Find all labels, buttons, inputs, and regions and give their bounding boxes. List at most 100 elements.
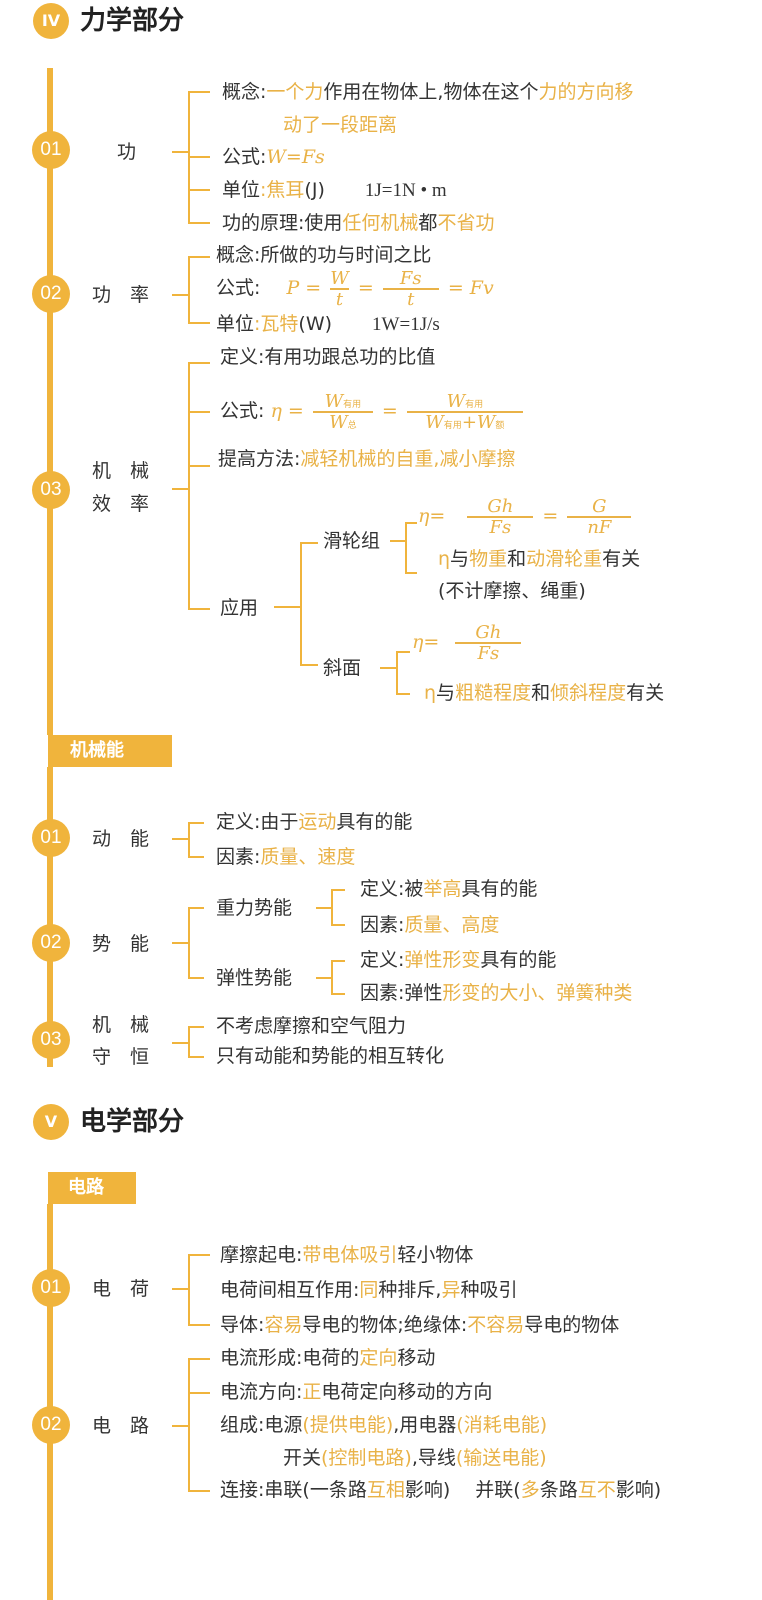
- unit-line: 单位:焦耳(J)1J=1N • m: [222, 179, 447, 202]
- highlighted-text: 形变的大小、弹簧种类: [442, 982, 633, 1004]
- bracket-tick: [396, 651, 410, 653]
- topic-label: 势 能: [92, 933, 150, 955]
- highlighted-text: 不省功: [437, 212, 495, 234]
- bracket: [331, 889, 333, 926]
- gravity-potential-label: 重力势能: [216, 897, 293, 919]
- text-segment: 和: [531, 682, 551, 704]
- section-badge: V: [33, 1104, 69, 1140]
- bracket: [188, 362, 190, 610]
- text-segment: 因素:弹性: [360, 982, 443, 1004]
- text-segment: 种吸引: [460, 1279, 518, 1301]
- bracket-tick: [331, 924, 345, 926]
- highlighted-text: 多: [520, 1479, 540, 1501]
- denominator: t: [407, 288, 415, 310]
- formula-label: 公式:: [220, 400, 265, 422]
- topic-label: 效 率: [92, 493, 150, 515]
- text-segment: 提高方法:: [218, 448, 301, 470]
- elastic-potential-label: 弹性势能: [216, 967, 293, 989]
- factor-line: 因素:质量、速度: [216, 846, 355, 868]
- unit-line: 单位:瓦特(W)1W=1J/s: [216, 313, 440, 336]
- text-segment: 开关: [283, 1447, 322, 1469]
- formula-line: 公式:W=Fs: [222, 146, 325, 168]
- highlighted-text: 举高: [423, 878, 462, 900]
- bracket: [188, 822, 190, 858]
- pulley-factor: η与物重和动滑轮重有关: [438, 548, 640, 570]
- formula-label: 公式:: [216, 277, 261, 299]
- improve-line: 提高方法:减轻机械的自重,减小摩擦: [218, 448, 515, 470]
- text-segment: 不考虑摩擦和空气阻力: [216, 1015, 407, 1037]
- bracket-tick: [188, 1358, 210, 1360]
- text-segment: 与: [436, 682, 456, 704]
- text-segment: 具有的能: [336, 811, 413, 833]
- numerator: W有用: [324, 390, 362, 412]
- text-segment: 电荷定向移动的方向: [321, 1381, 493, 1403]
- formula-part: η=: [418, 505, 446, 527]
- unit-equation: 1J=1N • m: [364, 180, 447, 201]
- text-segment: 定义:有用功跟总功的比值: [220, 346, 436, 368]
- highlighted-text: 互不: [577, 1479, 616, 1501]
- topic-label: 动 能: [92, 828, 150, 850]
- highlighted-text: η: [424, 682, 437, 704]
- highlighted-text: 力的方向移: [538, 81, 634, 103]
- highlighted-text: :焦耳: [260, 179, 305, 201]
- timeline-spine: [47, 68, 53, 735]
- bracket: [300, 542, 302, 666]
- bracket-tick: [188, 362, 210, 364]
- highlighted-text: 弹性形变: [404, 949, 481, 971]
- text-segment: 概念:: [222, 81, 267, 103]
- topic-label: 功: [117, 141, 137, 163]
- topic-label: 机 械: [92, 460, 150, 482]
- bracket: [188, 1026, 190, 1058]
- bracket-tick: [188, 977, 204, 979]
- text-segment: 单位: [222, 179, 261, 201]
- text-segment: 轻小物体: [397, 1244, 474, 1266]
- bracket-tick: [188, 1324, 210, 1326]
- highlighted-text: 动了一段距离: [283, 114, 398, 136]
- formula-part: =: [381, 400, 398, 422]
- section-title: 力学部分: [80, 6, 185, 36]
- text-segment: 只有动能和势能的相互转化: [216, 1045, 445, 1067]
- denominator: Fs: [489, 516, 512, 538]
- bracket: [331, 960, 333, 995]
- highlighted-text: η: [438, 548, 451, 570]
- bracket-tick: [331, 889, 345, 891]
- highlighted-text: 不容易: [467, 1314, 525, 1336]
- text-segment: 影响) 并联(: [404, 1479, 521, 1501]
- highlighted-text: 任何机械: [342, 212, 419, 234]
- definition-line: 定义:弹性形变具有的能: [360, 949, 556, 971]
- denominator: W总: [329, 411, 357, 433]
- highlighted-text: 容易: [264, 1314, 303, 1336]
- rule-line: 电流形成:电荷的定向移动: [220, 1347, 435, 1369]
- text-segment: (W): [298, 313, 333, 335]
- section-title: 电学部分: [80, 1107, 185, 1137]
- factor-line: 因素:弹性形变的大小、弹簧种类: [360, 982, 632, 1004]
- bracket: [188, 256, 190, 324]
- text-segment: 有关: [626, 682, 665, 704]
- numerator: Gh: [475, 621, 502, 643]
- bracket-tick: [188, 156, 210, 158]
- denominator: W有用+W额: [425, 411, 505, 433]
- formula-part: =: [357, 277, 374, 299]
- definition-line: 定义:有用功跟总功的比值: [220, 346, 435, 368]
- item-number: 02: [32, 275, 70, 313]
- highlighted-text: (控制电路): [321, 1447, 412, 1469]
- highlighted-text: 物重: [469, 548, 508, 570]
- numerator: Gh: [487, 495, 514, 517]
- highlighted-text: 一个力: [266, 81, 324, 103]
- unit-text: 单位:瓦特(W): [216, 313, 332, 335]
- bracket-tick: [188, 608, 210, 610]
- bracket-tick: [188, 1392, 210, 1394]
- application-label: 应用: [220, 597, 259, 619]
- topic-label: 机 械: [92, 1014, 150, 1036]
- bracket-stub: [172, 1042, 188, 1044]
- bracket-tick: [188, 91, 210, 93]
- subsection-label: 电路: [48, 1172, 136, 1204]
- highlighted-text: 定向: [359, 1347, 398, 1369]
- bracket-tick: [405, 522, 417, 524]
